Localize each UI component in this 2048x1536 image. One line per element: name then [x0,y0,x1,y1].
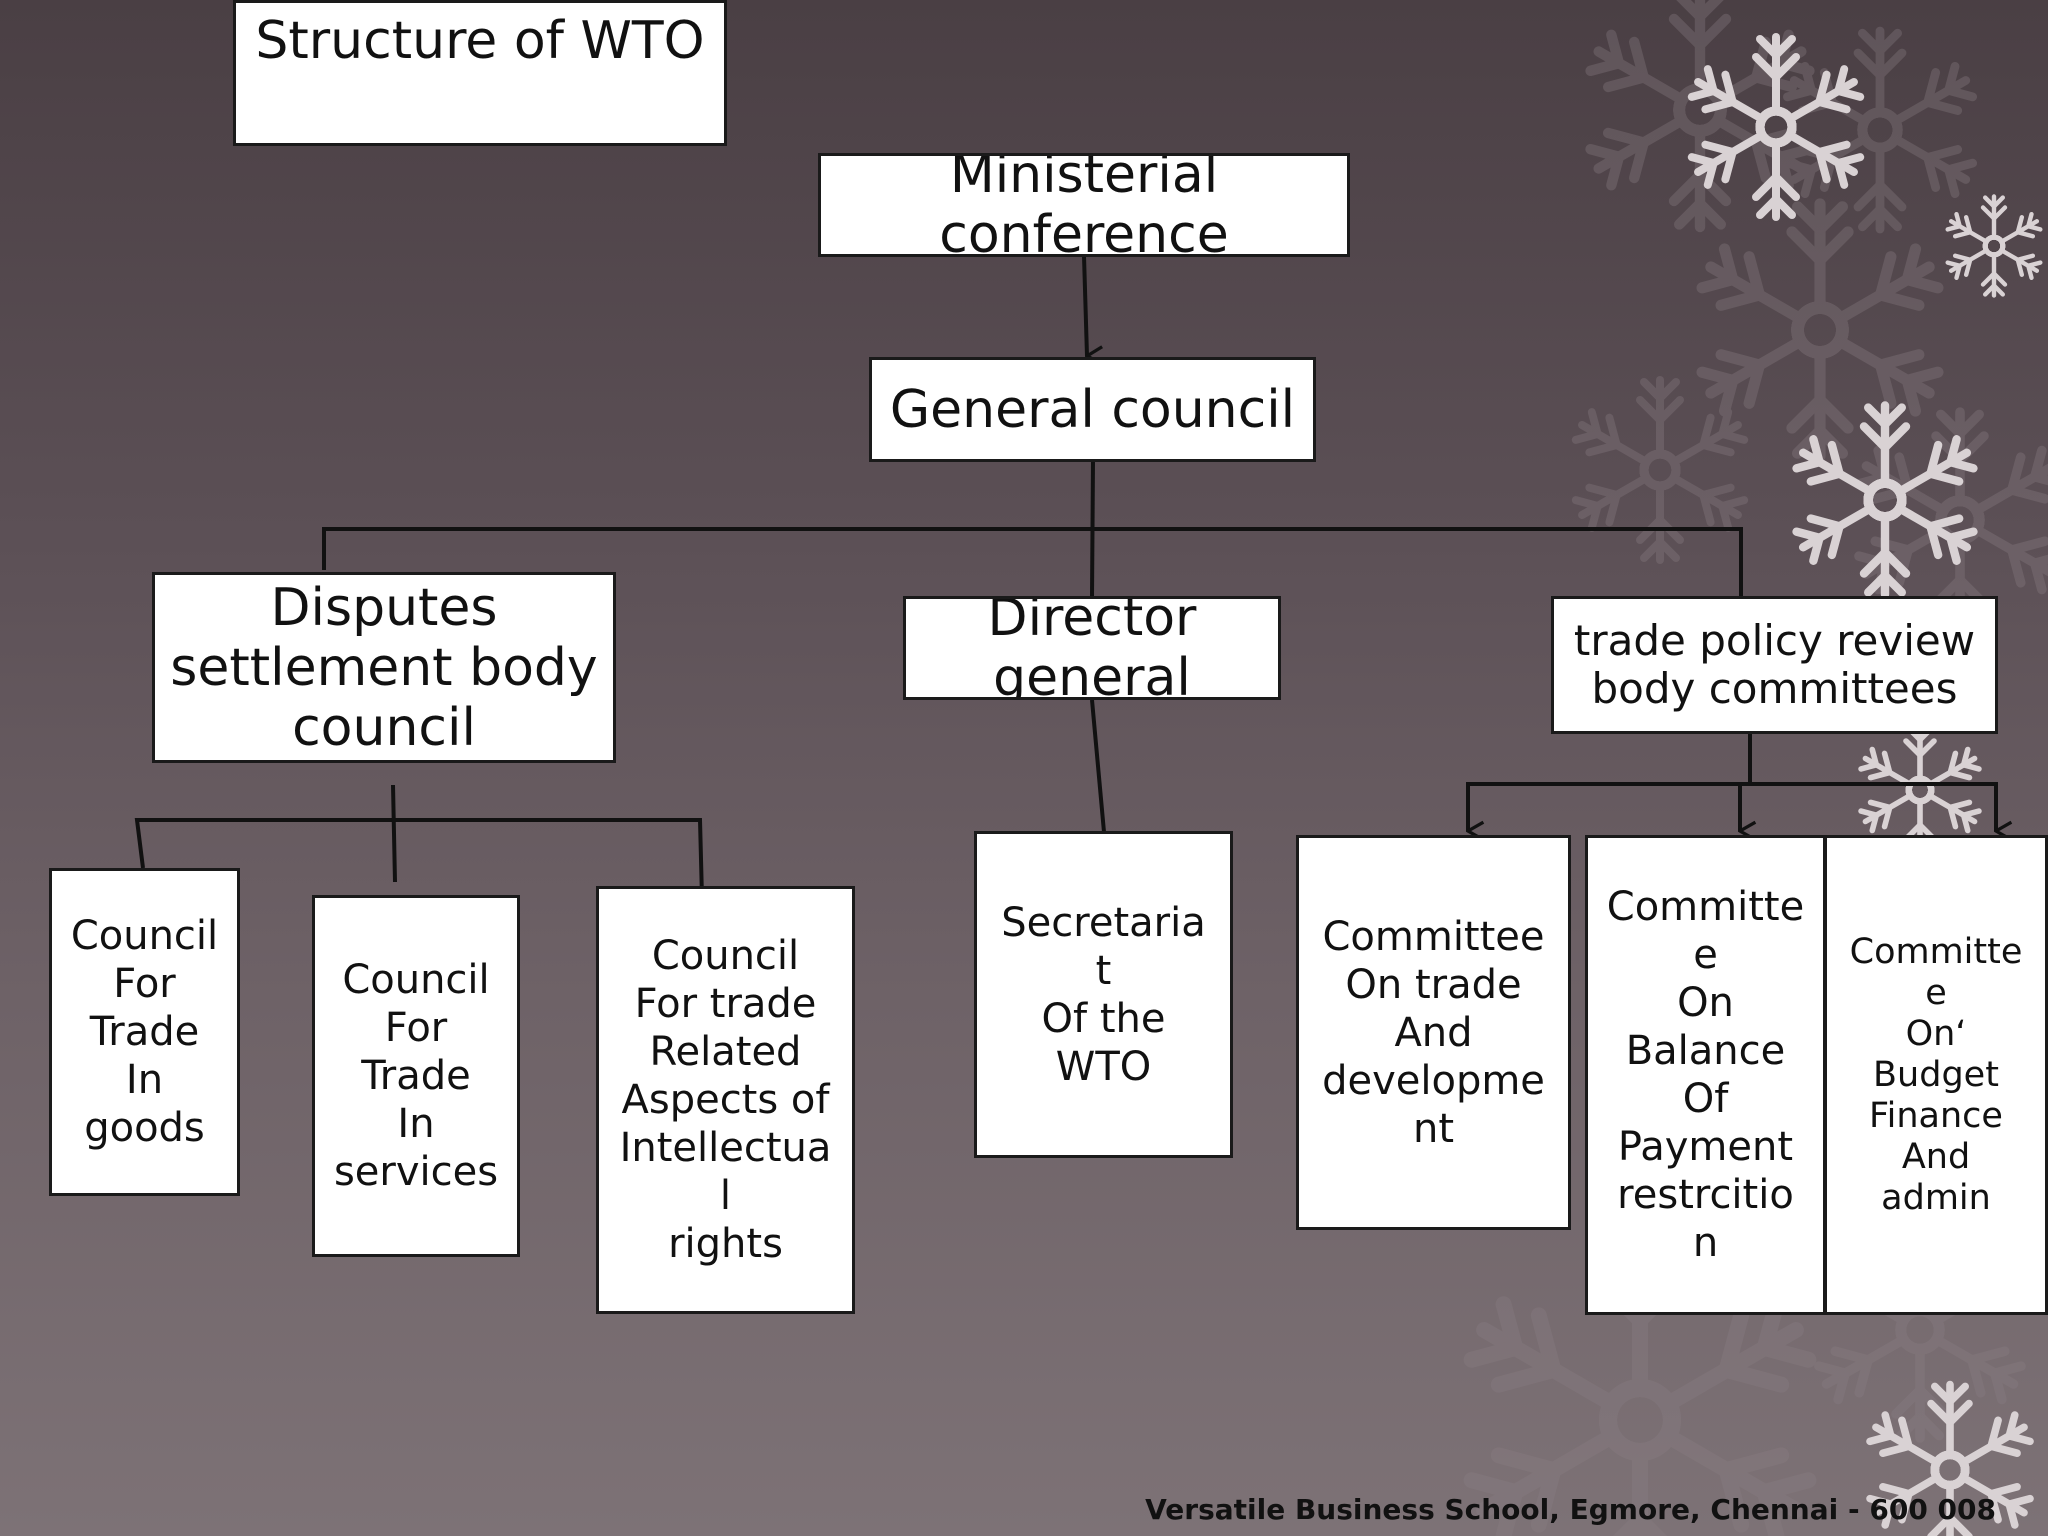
footer-school-name: Versatile Business School, Egmore, Chenn… [1145,1493,1996,1526]
node-committee-budget-finance: Committe e On‘ Budget Finance And admin [1824,835,2048,1315]
node-general-council: General council [869,357,1316,462]
node-committee-trade-development: Committee On trade And developme nt [1296,835,1571,1230]
node-council-trade-services: Council For Trade In services [312,895,520,1257]
connector-director-to-secretariat [1090,699,1106,833]
node-director-general: Director general [903,596,1281,700]
node-trade-policy-review: trade policy review body committees [1551,596,1998,734]
slide-title: Structure of WTO [233,0,727,146]
node-secretariat: Secretaria t Of the WTO [974,831,1233,1158]
node-ministerial-conference: Ministerial conference [818,153,1350,257]
connector-ministerial-to-general [1082,255,1087,356]
node-council-trade-goods: Council For Trade In goods [49,868,240,1196]
connector-dsb-to-services [391,784,397,883]
connector-dsb-branch [134,818,704,899]
connector-level2-branch [322,527,1743,597]
node-council-trips: Council For trade Related Aspects of Int… [596,886,855,1314]
connector-trpb-branch [1468,782,1996,831]
node-committee-balance-of-payment: Committe e On Balance Of Payment restrci… [1585,835,1826,1315]
node-disputes-settlement-body: Disputes settlement body council [152,572,616,763]
